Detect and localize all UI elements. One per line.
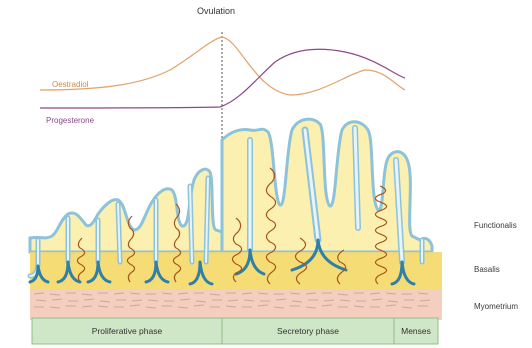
phase-proliferative: Proliferative phase <box>92 326 163 336</box>
functionalis-label: Functionalis <box>474 221 517 230</box>
phase-bar: Proliferative phase Secretory phase Mens… <box>32 318 438 344</box>
basalis-label: Basalis <box>474 265 500 274</box>
myometrium-layer <box>30 290 442 320</box>
progesterone-curve <box>40 49 405 108</box>
progesterone-label: Progesterone <box>46 116 95 125</box>
myometrium-label: Myometrium <box>474 302 518 311</box>
phase-menses: Menses <box>401 326 431 336</box>
phase-secretory: Secretory phase <box>277 326 339 336</box>
ovulation-title: Ovulation <box>197 6 235 16</box>
oestradiol-label: Oestradiol <box>52 80 89 89</box>
